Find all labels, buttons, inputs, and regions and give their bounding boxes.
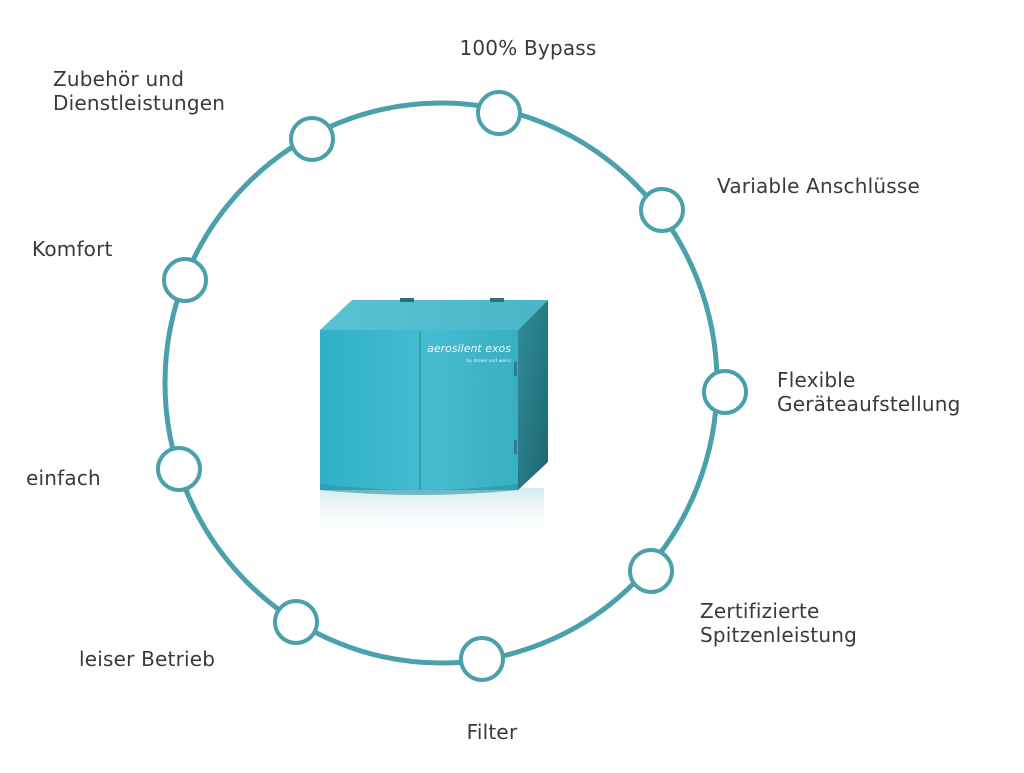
feature-label-line: Komfort xyxy=(32,237,113,261)
feature-label-komfort: Komfort xyxy=(32,237,113,261)
feature-label-line: leiser Betrieb xyxy=(79,647,216,671)
feature-node-bypass xyxy=(476,90,522,136)
product-illustration: aerosilent exos by drexel und weiss xyxy=(320,298,548,544)
feature-label-leise: leiser Betrieb xyxy=(79,647,215,671)
feature-label-line: einfach xyxy=(26,466,101,490)
feature-label-anschluesse: Variable Anschlüsse xyxy=(717,174,920,198)
feature-label-line: Zubehör und xyxy=(53,67,185,91)
feature-label-bypass: 100% Bypass xyxy=(459,36,596,60)
product-brand: aerosilent exos xyxy=(427,342,511,355)
feature-label-line: Spitzenleistung xyxy=(700,623,857,647)
feature-label-filter: Filter xyxy=(467,720,518,744)
feature-node-leise xyxy=(273,599,319,645)
feature-label-line: Zertifizierte xyxy=(700,599,820,623)
feature-node-komfort xyxy=(162,257,208,303)
feature-label-line: Geräteaufstellung xyxy=(777,392,961,416)
feature-node-anschluesse xyxy=(639,187,685,233)
feature-node-einfach xyxy=(156,446,202,492)
feature-node-filter xyxy=(459,636,505,682)
product-tagline: by drexel und weiss xyxy=(466,358,511,364)
feature-label-einfach: einfach xyxy=(26,466,101,490)
feature-label-line: 100% Bypass xyxy=(459,36,597,60)
feature-label-line: Variable Anschlüsse xyxy=(717,174,920,198)
feature-node-zubehoer xyxy=(289,116,335,162)
feature-nodes xyxy=(156,90,748,682)
feature-label-line: Dienstleistungen xyxy=(53,91,226,115)
feature-label-line: Filter xyxy=(466,720,518,744)
feature-node-aufstellung xyxy=(702,369,748,415)
feature-node-spitzenleistung xyxy=(628,548,674,594)
feature-label-line: Flexible xyxy=(777,368,856,392)
